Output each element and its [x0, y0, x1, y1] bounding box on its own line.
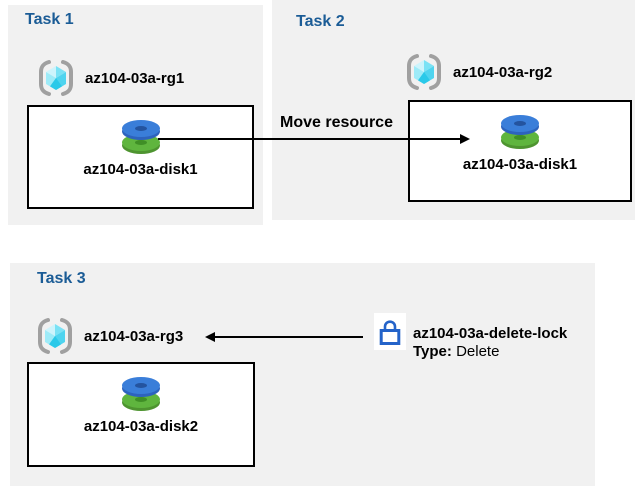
task-3-resource-group: az104-03a-rg3	[35, 317, 183, 355]
disk-label: az104-03a-disk1	[462, 156, 578, 173]
task-1-disk-box: az104-03a-disk1	[27, 105, 254, 209]
resource-group-icon	[39, 60, 73, 96]
task-1-resource-group: az104-03a-rg1	[36, 59, 184, 97]
lock-type-value: Delete	[456, 343, 500, 360]
lock-type-label: Type:	[413, 343, 452, 360]
lock-icon	[379, 319, 401, 345]
disk-label: az104-03a-disk1	[83, 161, 198, 178]
task-1-title: Task 1	[25, 11, 74, 28]
disk-icon	[121, 377, 161, 411]
delete-lock-arrow-line	[214, 336, 363, 338]
disk-label: az104-03a-disk2	[83, 418, 199, 435]
lock-icon-tile	[374, 313, 406, 350]
lock-annotation: az104-03a-delete-lock Type: Delete	[413, 325, 567, 361]
move-resource-label: Move resource	[280, 114, 393, 131]
delete-lock-arrowhead	[205, 332, 215, 342]
task-2-disk-box: az104-03a-disk1	[408, 100, 632, 202]
resource-group-label: az104-03a-rg1	[85, 69, 185, 87]
task-3-disk-box: az104-03a-disk2	[27, 362, 255, 467]
move-resource-arrowhead	[460, 134, 470, 144]
task-2-title: Task 2	[296, 13, 345, 30]
resource-group-label: az104-03a-rg3	[84, 327, 184, 345]
lock-type-line: Type: Delete	[413, 343, 567, 361]
move-resource-arrow-line	[158, 138, 461, 140]
disk-icon	[121, 120, 161, 154]
task-2-resource-group: az104-03a-rg2	[404, 53, 552, 91]
task-3-title: Task 3	[37, 270, 86, 287]
resource-group-icon	[407, 54, 441, 90]
resource-group-icon	[38, 318, 72, 354]
resource-group-label: az104-03a-rg2	[453, 63, 553, 81]
lock-name: az104-03a-delete-lock	[413, 325, 568, 342]
disk-icon	[500, 115, 540, 149]
